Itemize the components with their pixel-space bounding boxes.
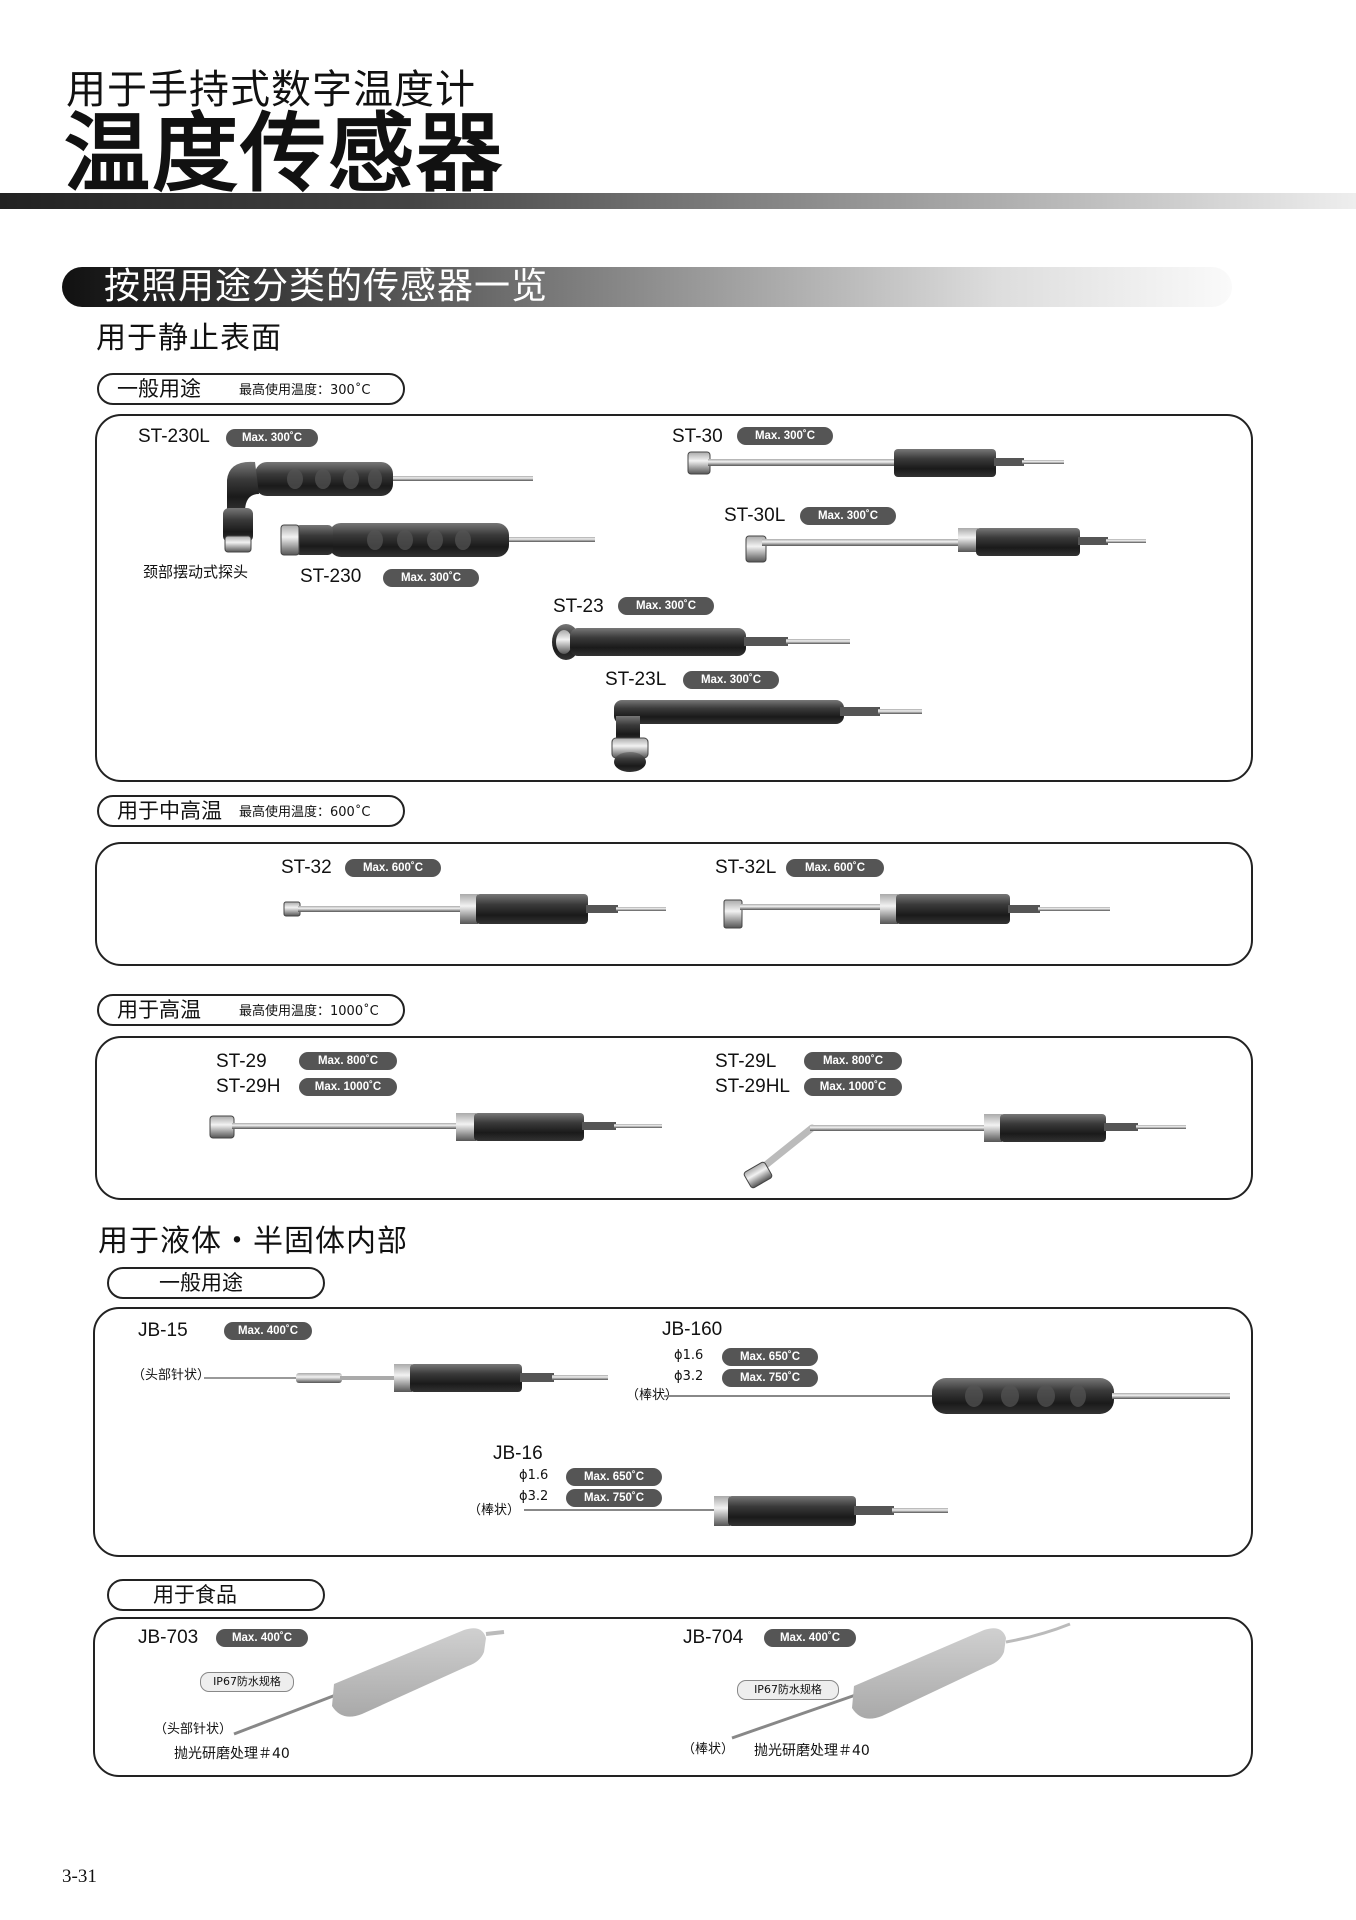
title-divider: [0, 193, 1356, 209]
high-temp-pill: 用于高温 最高使用温度：1000˚C: [97, 994, 405, 1026]
max-temp-badge: Max. 650˚C: [566, 1468, 662, 1486]
general-use-box: [95, 414, 1253, 782]
max-temp-badge: Max. 750˚C: [722, 1369, 818, 1387]
probe-type-note: （棒状）: [468, 1503, 521, 1518]
probe-type-note: （棒状）: [626, 1388, 679, 1403]
max-temp-badge: Max. 800˚C: [299, 1052, 397, 1070]
max-temp-badge: Max. 300˚C: [683, 671, 779, 689]
probe-st-30l-image: [745, 528, 1146, 563]
max-temp-badge: Max. 300˚C: [383, 569, 479, 587]
max-temp-badge: Max. 650˚C: [722, 1348, 818, 1366]
max-temp-badge: Max. 300˚C: [226, 429, 318, 447]
probe-st-23-image: [552, 624, 850, 660]
page-number: 3-31: [62, 1866, 97, 1887]
model-label: ST-230: [300, 566, 362, 587]
max-temp-badge: Max. 300˚C: [618, 597, 714, 615]
probe-st-29l-image: [743, 1114, 1186, 1189]
model-label: ST-30L: [724, 505, 786, 526]
max-temp-badge: Max. 400˚C: [216, 1629, 308, 1647]
max-temp-badge: Max. 600˚C: [786, 859, 884, 877]
max-temp-badge: Max. 1000˚C: [299, 1078, 397, 1096]
high-temp-box: [95, 1036, 1253, 1200]
food-label: 用于食品: [153, 1583, 237, 1607]
diameter-label: ϕ1.6: [519, 1468, 549, 1483]
high-temp-max-note: 最高使用温度：1000˚C: [239, 1004, 379, 1019]
model-label: JB-160: [662, 1319, 723, 1340]
max-temp-badge: Max. 1000˚C: [804, 1078, 902, 1096]
max-temp-badge: Max. 400˚C: [224, 1322, 312, 1340]
probe-jb-16-image: [524, 1496, 948, 1526]
probe-st-230-image: [280, 523, 595, 557]
mid-high-max-note: 最高使用温度：600˚C: [239, 805, 371, 820]
model-label: ST-29L: [715, 1051, 777, 1072]
liquid-general-label: 一般用途: [159, 1271, 243, 1295]
section-title: 按照用途分类的传感器一览: [104, 266, 549, 307]
model-label: ST-230L: [138, 426, 210, 447]
max-temp-badge: Max. 400˚C: [764, 1629, 856, 1647]
general-use-label: 一般用途: [117, 377, 201, 401]
section-band: 按照用途分类的传感器一览: [62, 267, 1232, 307]
model-label: JB-16: [493, 1443, 543, 1464]
food-box: [93, 1617, 1253, 1777]
static-surface-heading: 用于静止表面: [96, 321, 282, 356]
probe-jb-704-image: [731, 1622, 1071, 1740]
diameter-label: ϕ1.6: [674, 1348, 704, 1363]
probe-st-32-image: [283, 894, 666, 924]
liquid-heading: 用于液体・半固体内部: [98, 1224, 408, 1259]
model-label: JB-15: [138, 1320, 188, 1341]
max-temp-badge: Max. 300˚C: [737, 427, 833, 445]
probe-type-note: （头部针状）: [132, 1368, 211, 1383]
max-temp-badge: Max. 750˚C: [566, 1489, 662, 1507]
food-pill: 用于食品: [107, 1579, 325, 1611]
diameter-label: ϕ3.2: [519, 1489, 549, 1504]
general-use-pill: 一般用途 最高使用温度：300˚C: [97, 373, 405, 405]
swivel-note: 颈部摆动式探头: [143, 563, 249, 581]
mid-high-box: [95, 842, 1253, 966]
probe-st-30-image: [687, 449, 1064, 477]
mid-high-pill: 用于中高温 最高使用温度：600˚C: [97, 795, 405, 827]
model-label: JB-704: [683, 1627, 744, 1648]
ip67-badge: IP67防水规格: [737, 1680, 839, 1700]
general-max-note: 最高使用温度：300˚C: [239, 383, 371, 398]
model-label: ST-23L: [605, 669, 667, 690]
max-temp-badge: Max. 800˚C: [804, 1052, 902, 1070]
diameter-label: ϕ3.2: [674, 1369, 704, 1384]
probe-type-note: （棒状）: [682, 1742, 735, 1757]
model-label: ST-32: [281, 857, 332, 878]
mid-high-label: 用于中高温: [117, 799, 222, 823]
probe-jb-15-image: [204, 1364, 608, 1392]
high-temp-label: 用于高温: [117, 998, 201, 1022]
probe-st-23l-image: [611, 700, 922, 772]
model-label: ST-29: [216, 1051, 267, 1072]
max-temp-badge: Max. 600˚C: [345, 859, 441, 877]
model-label: JB-703: [138, 1627, 199, 1648]
finish-note: 抛光研磨处理＃40: [754, 1743, 870, 1759]
model-label: ST-30: [672, 426, 723, 447]
page-title: 温度传感器: [64, 104, 504, 204]
probe-st-230l-image: [223, 461, 533, 553]
ip67-badge: IP67防水规格: [200, 1672, 294, 1692]
probe-st-29-image: [209, 1113, 662, 1141]
finish-note: 抛光研磨处理＃40: [174, 1746, 290, 1762]
probe-jb-703-image: [233, 1628, 505, 1736]
probe-st-32l-image: [723, 894, 1110, 929]
liquid-general-box: [93, 1307, 1253, 1557]
probe-jb-160-image: [664, 1378, 1230, 1414]
model-label: ST-29HL: [715, 1076, 790, 1097]
max-temp-badge: Max. 300˚C: [800, 507, 896, 525]
model-label: ST-23: [553, 596, 604, 617]
page-subtitle: 用于手持式数字温度计: [66, 67, 476, 113]
probe-type-note: （头部针状）: [154, 1722, 233, 1737]
model-label: ST-29H: [216, 1076, 281, 1097]
model-label: ST-32L: [715, 857, 777, 878]
liquid-general-pill: 一般用途: [107, 1267, 325, 1299]
